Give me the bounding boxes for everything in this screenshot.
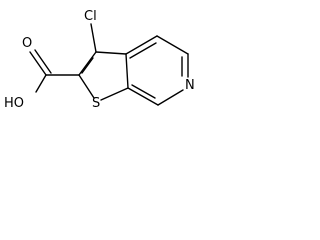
atom-label-cl: Cl — [84, 9, 97, 24]
bond-c4-c5 — [156, 35, 189, 55]
bond-carbonyl-o-1 — [29, 51, 47, 76]
bond-s-c7a — [100, 87, 129, 101]
bond-set — [29, 23, 189, 106]
bond-carbonyl-oh — [35, 74, 47, 93]
bond-c7-c7a — [127, 87, 159, 106]
bond-c3-c2-inner — [81, 57, 94, 74]
bond-c3a-c3 — [95, 51, 127, 55]
bond-n6-c7 — [157, 89, 184, 106]
bond-c7-c7a-inner — [131, 84, 156, 99]
bond-c2-s — [78, 74, 95, 99]
atom-label-n: N — [185, 78, 195, 93]
bond-c3a-c4 — [125, 35, 158, 55]
bond-c3a-c4-inner — [129, 42, 157, 59]
bond-c7a-c3a — [125, 53, 129, 89]
atom-label-o: O — [22, 36, 32, 51]
bond-carbonyl-o-2 — [34, 49, 52, 74]
molecule-structure: Cl O HO S N — [4, 9, 195, 111]
bond-c3-c2 — [78, 51, 97, 76]
structure-canvas: Cl O HO S N — [0, 0, 217, 122]
atom-label-s: S — [92, 96, 100, 111]
atom-label-oh: HO — [4, 96, 24, 111]
bond-c3-cl — [90, 23, 97, 53]
